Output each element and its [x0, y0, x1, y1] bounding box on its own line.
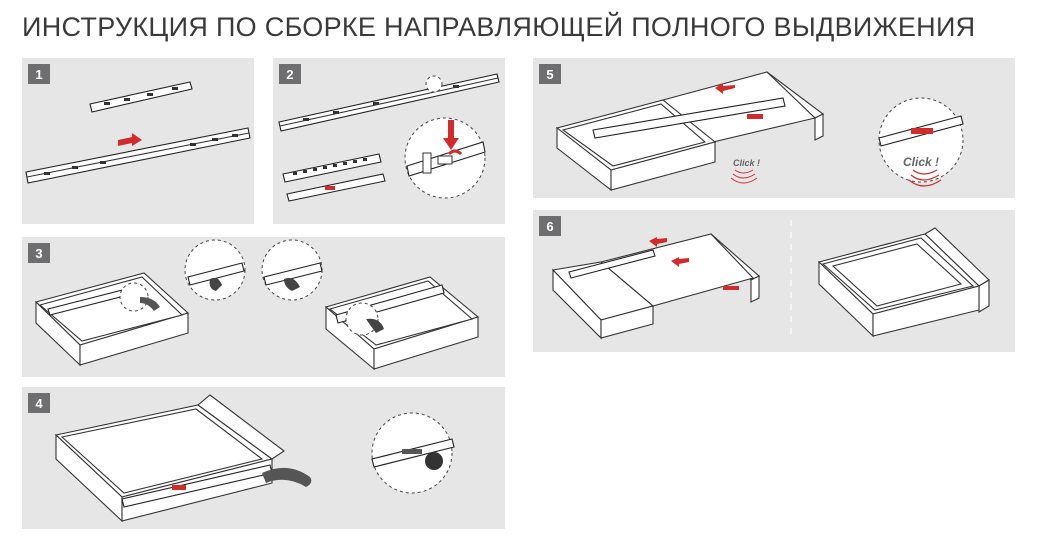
step-3-panel: 3	[22, 237, 505, 377]
step-1-illustration	[25, 81, 251, 184]
drawer-closed	[817, 227, 990, 338]
zoom-circle-a	[184, 239, 246, 301]
rail-part-b	[286, 173, 386, 202]
left-arrow-icon-2	[671, 257, 689, 267]
click-label-zoom: Click !	[903, 155, 939, 169]
drawer-right	[324, 276, 480, 371]
left-arrow-icon	[649, 237, 667, 247]
zoom-circle	[404, 117, 486, 199]
assembled-rail	[278, 73, 500, 132]
step-3-badge: 3	[28, 243, 50, 263]
step-4-panel: 4	[22, 387, 505, 529]
down-arrow-icon	[443, 120, 459, 150]
rail-part-a	[282, 153, 382, 183]
step-5-panel: 5 Click ! Click !	[533, 58, 1015, 198]
step-6-illustration	[551, 220, 990, 340]
zoom-circle	[371, 412, 455, 494]
page-title: ИНСТРУКЦИЯ ПО СБОРКЕ НАПРАВЛЯЮЩЕЙ ПОЛНОГ…	[22, 12, 976, 42]
drawer	[555, 97, 786, 192]
drawer-inserting	[551, 233, 760, 340]
drawer-left	[34, 272, 190, 367]
step-3-illustration	[34, 239, 480, 371]
left-arrow-icon	[715, 83, 735, 94]
step-6-panel: 6	[533, 210, 1015, 352]
step-1-badge: 1	[28, 64, 50, 84]
click-label: Click !	[733, 158, 760, 168]
step-2-illustration	[278, 73, 500, 202]
drawer	[54, 394, 312, 523]
step-2-panel: 2	[273, 58, 505, 224]
step-6-badge: 6	[539, 216, 561, 236]
full-rail	[25, 127, 251, 184]
step-1-panel: 1	[22, 58, 254, 224]
detail-marker	[425, 75, 443, 93]
step-4-badge: 4	[28, 393, 50, 413]
zoom-circle-b	[261, 239, 323, 301]
red-arrow-icon	[118, 133, 142, 146]
step-4-illustration	[54, 394, 455, 523]
step-2-badge: 2	[279, 64, 301, 84]
step-5-illustration: Click ! Click !	[555, 71, 964, 192]
step-5-badge: 5	[539, 64, 561, 84]
zoom-circle: Click !	[878, 97, 964, 187]
sound-waves-icon	[730, 169, 758, 184]
inner-rail	[89, 81, 193, 113]
